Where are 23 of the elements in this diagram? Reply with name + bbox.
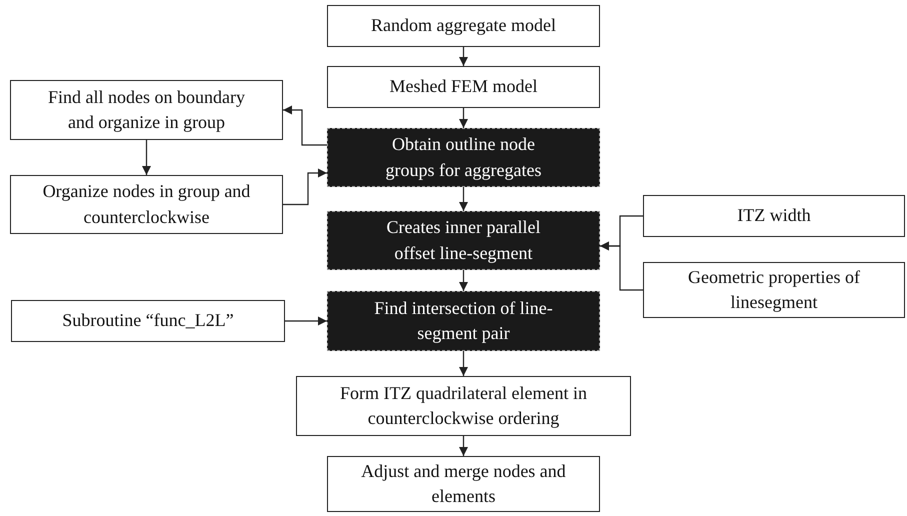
process-box: Creates inner parallel offset line-segment	[327, 211, 600, 270]
process-box: Adjust and merge nodes and elements	[327, 456, 600, 512]
arrow	[600, 242, 643, 291]
process-box: Obtain outline node groups for aggregates	[327, 128, 600, 187]
process-box: Subroutine “func_L2L”	[11, 300, 285, 342]
process-box: Organize nodes in group and counterclockwise	[10, 175, 283, 234]
arrow	[283, 106, 327, 146]
arrow	[459, 436, 468, 456]
process-box: Find all nodes on boundary and organize in group	[10, 80, 283, 140]
arrow	[459, 270, 468, 291]
process-box: Geometric properties of linesegment	[643, 262, 905, 318]
process-box: Meshed FEM model	[327, 66, 600, 108]
arrow	[459, 47, 468, 66]
arrow	[283, 168, 327, 206]
arrow	[459, 351, 468, 376]
arrow	[459, 187, 468, 211]
arrow	[459, 108, 468, 128]
process-box: Random aggregate model	[327, 5, 600, 47]
process-box: Form ITZ quadrilateral element in counterclockwise ordering	[296, 376, 631, 436]
arrow	[285, 316, 327, 326]
arrow	[142, 140, 151, 175]
process-box: Find intersection of line-segment pair	[327, 291, 600, 351]
process-box: ITZ width	[643, 195, 905, 237]
